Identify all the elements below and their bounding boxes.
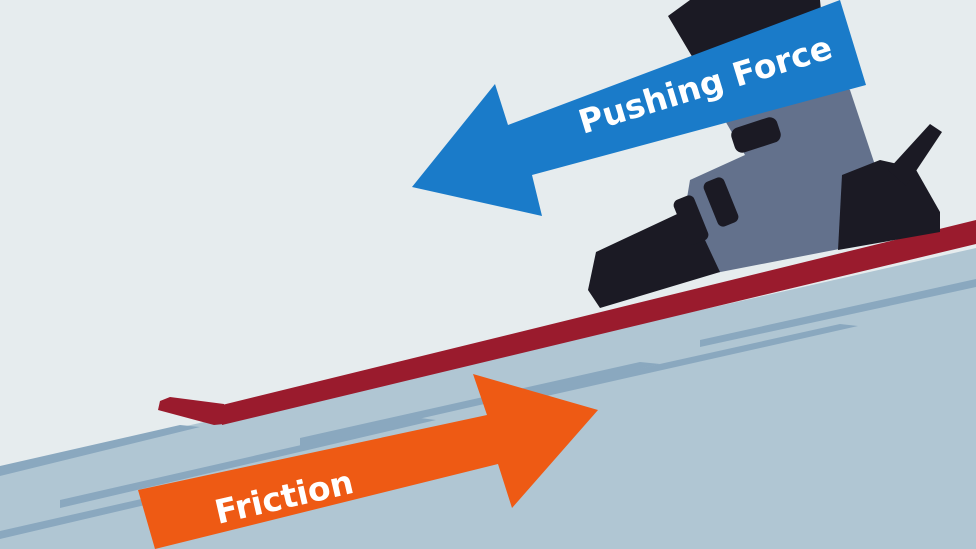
friction-arrow-shape [138,374,598,549]
ski-icon [158,220,976,425]
ski-tip [158,397,224,425]
boot-shell [680,70,890,275]
snow-streak [520,324,858,402]
snow-streak [300,362,660,446]
snow-streak [60,418,436,508]
snow-streak [700,279,976,347]
boot-sole [588,208,740,308]
ski-body [222,220,976,425]
pushing-force-arrow-shape [412,0,866,216]
binding-heel [838,160,940,250]
snow-streak [0,425,200,476]
boot-buckle-strap [703,177,739,227]
boot-buckle-strap [731,117,781,153]
boot-buckle-strap [673,195,709,245]
binding-lever [888,124,942,186]
